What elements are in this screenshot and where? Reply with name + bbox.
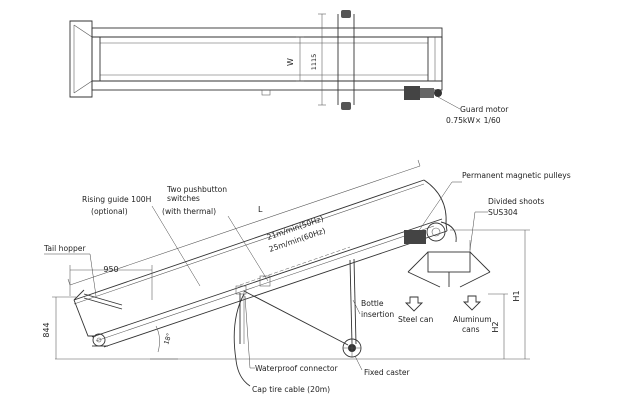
plan-view: W 1115 Guard motor 0.75kW× 1/60 — [69, 10, 509, 125]
fixed-caster-icon — [342, 338, 362, 358]
guard-motor-label: Guard motor — [460, 105, 509, 114]
steel-can-arrow-icon — [404, 296, 424, 312]
tail-hopper-label: Tail hopper — [43, 244, 86, 253]
rising-guide-optional-label: (optional) — [91, 207, 128, 216]
dim-h2: H2 — [491, 321, 500, 332]
dim-angle: 18° — [162, 332, 173, 345]
pushbutton-switches-label-2: switches — [167, 194, 200, 203]
support-frame — [235, 258, 357, 346]
plan-hopper — [69, 20, 93, 98]
plan-wheel-bottom — [341, 102, 351, 110]
side-dimensions: 950 844 L 18° H1 H2 — [42, 159, 530, 360]
aluminum-cans-label-1: Aluminum — [453, 315, 492, 324]
callouts: Permanent magnetic pulleys Divided shoot… — [43, 171, 571, 394]
divided-shoots — [407, 240, 491, 288]
guard-motor-icon — [404, 86, 442, 100]
tail-hopper — [73, 289, 123, 337]
permanent-magnetic-pulleys-label: Permanent magnetic pulleys — [462, 171, 571, 180]
rising-guide-label: Rising guide 100H — [82, 195, 151, 204]
magnetic-pulley-icon — [404, 230, 426, 244]
cap-tire-cable — [233, 293, 251, 387]
aluminum-cans-label-2: cans — [462, 325, 480, 334]
side-view — [55, 179, 491, 387]
steel-can-label: Steel can — [398, 315, 433, 324]
fixed-caster-label: Fixed caster — [364, 368, 411, 377]
cap-tire-cable-label: Cap tire cable (20m) — [252, 385, 330, 394]
dim-hopper-length: 950 — [103, 265, 118, 274]
pushbutton-switches-label-1: Two pushbutton — [166, 185, 227, 194]
divided-shoots-label: Divided shoots — [488, 197, 544, 206]
sus304-label: SUS304 — [488, 208, 518, 217]
motor-spec-label: 0.75kW× 1/60 — [446, 116, 501, 125]
waterproof-connector-label: Waterproof connector — [255, 364, 339, 373]
bottle-insertion-label-2: insertion — [361, 310, 394, 319]
aluminum-can-arrow-icon — [462, 295, 482, 311]
with-thermal-label: (with thermal) — [162, 207, 216, 216]
bottle-insertion-label-1: Bottle — [361, 299, 384, 308]
dim-width-w: W — [286, 58, 295, 66]
dim-tail-height: 844 — [42, 322, 51, 337]
dim-plan-width: 1115 — [310, 54, 318, 71]
head-section — [404, 179, 457, 244]
dim-h1: H1 — [512, 290, 521, 301]
plan-wheel-top — [341, 10, 351, 18]
dim-length-l: L — [258, 205, 263, 214]
